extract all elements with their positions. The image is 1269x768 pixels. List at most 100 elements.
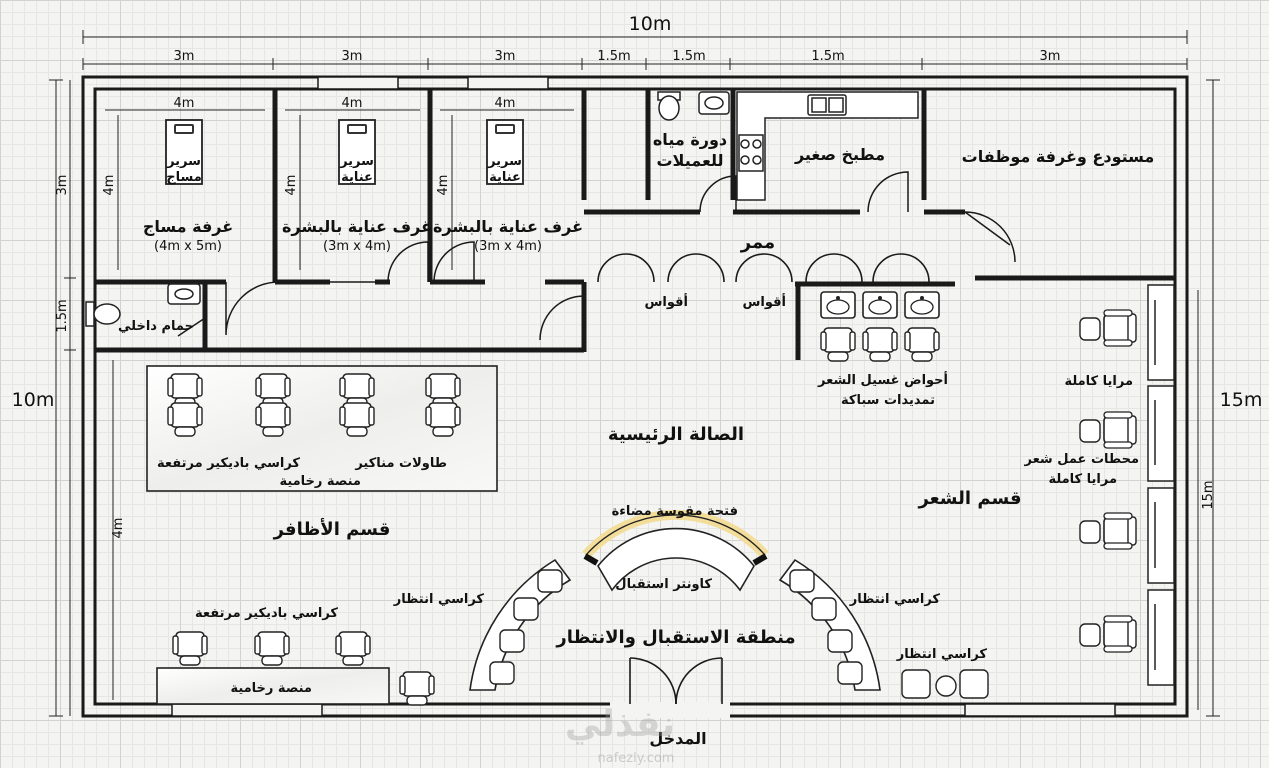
skin1-bed-label-2: عناية xyxy=(341,170,373,185)
entrance-label: المدخل xyxy=(649,729,706,748)
pedicure-chair-1 xyxy=(172,631,208,666)
dim-left-seg-2: 1.5m xyxy=(55,299,70,332)
internal-bath-fixtures xyxy=(85,283,201,327)
hair-stations-label-2: مرايا كاملة xyxy=(1048,472,1117,487)
nails-section-label: قسم الأظافر xyxy=(273,518,391,540)
pedicure-chair-2 xyxy=(254,631,290,666)
arches-label-1: أقواس xyxy=(644,293,688,310)
dim-left-total: 10m xyxy=(12,389,55,411)
wash-chair-3 xyxy=(904,327,940,362)
room-inner-dims xyxy=(105,109,574,270)
entrance-doors xyxy=(629,657,723,705)
wash-sink-1 xyxy=(820,291,856,319)
marble-platform-label: منصة رخامية xyxy=(279,474,361,489)
hair-stations xyxy=(1147,284,1175,686)
massage-depth: 4m xyxy=(102,175,117,196)
dim-top-total: 10m xyxy=(629,13,672,35)
waiting-chairs-right-label: كراسي انتظار xyxy=(849,592,941,607)
wc-fixtures xyxy=(657,91,730,121)
left-dimension xyxy=(49,79,76,717)
skin2-room-name: غرف عناية بالبشرة xyxy=(433,217,583,236)
doors xyxy=(177,171,1016,341)
bottom-windows xyxy=(171,702,1116,718)
dim-left-seg-3: 4m xyxy=(111,518,126,539)
waiting-chairs-right2-label: كراسي انتظار xyxy=(896,647,988,662)
waiting-seats-right xyxy=(789,569,863,685)
skin2-depth: 4m xyxy=(436,175,451,196)
dim-top-seg-1: 3m xyxy=(174,49,195,64)
wash-basins xyxy=(820,291,940,362)
hair-chair-1 xyxy=(1103,309,1137,347)
dim-top-seg-6: 1.5m xyxy=(811,49,844,64)
massage-bed-label-2: مساج xyxy=(166,170,202,185)
massage-room-size: (4m x 5m) xyxy=(154,239,222,254)
lit-arch-label: فتحة مقوسة مضاءة xyxy=(612,504,738,519)
wash-sink-3 xyxy=(904,291,940,319)
wash-chair-2 xyxy=(862,327,898,362)
arches-label-2: أقواس xyxy=(742,293,786,310)
dim-right-total: 15m xyxy=(1220,389,1263,411)
skin1-width: 4m xyxy=(342,96,363,111)
reception-counter xyxy=(597,527,755,592)
top-segment-labels: 3m 3m 3m 1.5m 1.5m 1.5m 3m xyxy=(174,49,1061,64)
top-dimension xyxy=(82,30,1188,70)
arches xyxy=(597,253,930,283)
wash-basins-label-2: تمديدات سباكة xyxy=(841,393,935,408)
hair-chair-2 xyxy=(1103,411,1137,449)
waiting-chairs-left-label: كراسي انتظار xyxy=(393,592,485,607)
right-dimension xyxy=(1197,79,1220,717)
hair-stations-label-1: محطات عمل شعر xyxy=(1024,452,1140,467)
hair-section-label: قسم الشعر xyxy=(917,488,1021,509)
dim-left-seg-1: 3m xyxy=(55,175,70,196)
main-hall-title: الصالة الرئيسية xyxy=(608,424,744,445)
skin1-room-name: غرف عناية بالبشرة xyxy=(282,217,432,236)
kitchen-counter xyxy=(736,91,919,201)
pedicure-chairs-2-label: كراسي باديكير مرتفعة xyxy=(195,606,338,621)
skin2-bed-label-1: سرير xyxy=(487,154,522,169)
waiting-corner-set xyxy=(901,669,989,699)
pedicure-chair-3 xyxy=(335,631,371,666)
skin2-room-size: (3m x 4m) xyxy=(474,239,542,254)
wash-basins-label-1: أحواض غسيل الشعر xyxy=(817,371,948,388)
kitchen-label: مطبخ صغير xyxy=(794,145,885,164)
internal-bath-label: حمام داخلي xyxy=(118,319,194,334)
hair-chair-3 xyxy=(1103,512,1137,550)
dim-right-inner: 15m xyxy=(1201,480,1216,509)
full-mirrors-label: مرايا كاملة xyxy=(1064,374,1133,389)
reception-counter-label: كاونتر استقبال xyxy=(615,577,712,592)
reception-area-label: منطقة الاستقبال والانتظار xyxy=(555,627,795,648)
storage-label: مستودع وغرفة موظفات xyxy=(962,147,1155,166)
marble-platform-2-label: منصة رخامية xyxy=(230,681,312,696)
skin1-room-size: (3m x 4m) xyxy=(323,239,391,254)
client-wc-line-1: دورة مياه xyxy=(653,130,727,149)
corridor-label: ممر xyxy=(740,232,775,253)
skin2-bed-label-2: عناية xyxy=(489,170,521,185)
skin1-depth: 4m xyxy=(284,175,299,196)
waiting-seats-left xyxy=(489,569,563,685)
pedicure-chairs-label: كراسي باديكير مرتفعة xyxy=(157,456,300,471)
watermark-logo: نفذلي xyxy=(565,704,675,745)
hair-chair-4 xyxy=(1103,615,1137,653)
manicure-tables-label: طاولات مناكير xyxy=(354,456,447,471)
interior-walls xyxy=(95,89,1175,360)
dim-top-seg-7: 3m xyxy=(1040,49,1061,64)
dim-top-seg-3: 3m xyxy=(495,49,516,64)
watermark-url: nafezly.com xyxy=(598,751,675,766)
wash-chair-1 xyxy=(820,327,856,362)
massage-bed-label-1: سرير xyxy=(166,154,201,169)
skin2-width: 4m xyxy=(495,96,516,111)
arch-end-caps xyxy=(583,553,768,566)
wash-sink-2 xyxy=(862,291,898,319)
pedicure-marble-platform xyxy=(156,667,390,705)
dim-top-seg-5: 1.5m xyxy=(672,49,705,64)
dim-top-seg-2: 3m xyxy=(342,49,363,64)
client-wc-line-2: للعميلات xyxy=(656,151,723,170)
skin1-bed-label-1: سرير xyxy=(339,154,374,169)
dim-top-seg-4: 1.5m xyxy=(597,49,630,64)
hair-chair-shells xyxy=(1079,317,1101,647)
massage-width: 4m xyxy=(174,96,195,111)
top-windows xyxy=(317,76,549,90)
massage-room-name: غرفة مساج xyxy=(143,217,233,236)
lit-arch-outline xyxy=(585,514,766,556)
